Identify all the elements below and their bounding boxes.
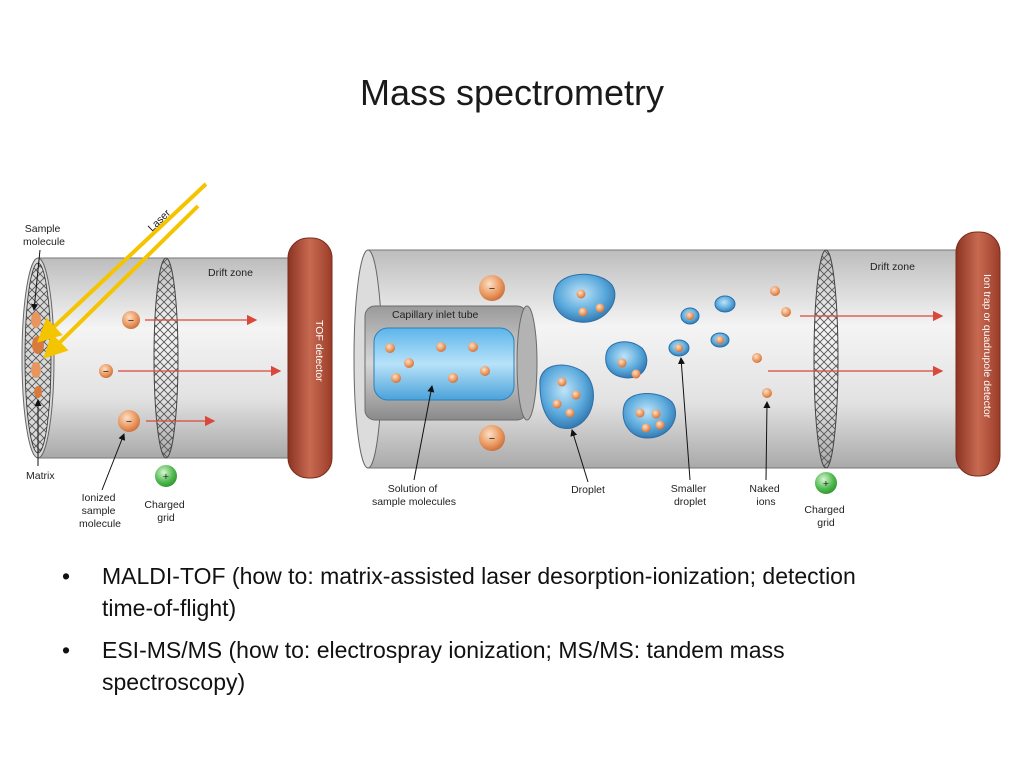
bullet-esi-msms: • ESI-MS/MS (how to: electrospray ioniza… <box>62 634 982 698</box>
droplet-label: Droplet <box>571 484 605 496</box>
solution-ions <box>385 342 490 383</box>
esi-charged-grid-label: Charged grid <box>804 504 847 529</box>
tof-detector <box>287 237 333 479</box>
droplet-large-1 <box>553 273 616 323</box>
slide-title: Mass spectrometry <box>359 72 665 113</box>
maldi-ion-3: − <box>118 410 140 432</box>
bullet-marker: • <box>62 637 71 663</box>
matrix-label: Matrix <box>26 470 55 482</box>
maldi-charged-grid-label: Charged grid <box>144 499 187 524</box>
capillary-inlet-label: Capillary inlet tube <box>392 309 479 321</box>
smaller-droplet-label: Smaller droplet <box>671 483 710 508</box>
bullet-marker: • <box>62 563 71 589</box>
capillary-inlet-tube <box>364 305 538 421</box>
svg-text:−: − <box>126 416 132 428</box>
naked-ions <box>752 286 791 398</box>
bullet-list: • MALDI-TOF (how to: matrix-assisted las… <box>62 560 982 708</box>
maldi-ion-2: − <box>99 364 113 378</box>
svg-text:+: + <box>163 471 169 483</box>
sample-molecule-pointer <box>31 249 41 311</box>
solution-label: Solution of sample molecules <box>372 483 456 508</box>
naked-ions-label: Naked ions <box>749 483 782 508</box>
sample-molecule-label: Sample molecule <box>23 223 65 248</box>
ionized-sample-molecule-label: Ionized sample molecule <box>79 492 121 530</box>
esi-electrode-top: − <box>479 275 505 301</box>
bullet-text-line: spectroscopy) <box>102 669 246 695</box>
esi-charged-grid-symbol: + <box>813 470 839 496</box>
maldi-ion-1: − <box>122 311 140 329</box>
smaller-droplet-pointer <box>677 357 691 481</box>
esi-drift-zone-label: Drift zone <box>870 261 915 273</box>
solution-pointer <box>413 385 435 481</box>
maldi-charged-grid-symbol: + <box>153 463 179 489</box>
ion-trap-detector <box>955 231 1001 477</box>
esi-msms-instrument: Capillary inlet tube − − <box>353 231 1001 529</box>
bullet-text-line: ESI-MS/MS (how to: electrospray ionizati… <box>102 637 785 663</box>
droplet-pointer <box>570 429 589 483</box>
naked-ions-pointer <box>763 401 771 481</box>
maldi-drift-zone-label: Drift zone <box>208 267 253 279</box>
maldi-charged-grid-mesh <box>153 257 179 459</box>
svg-text:+: + <box>823 478 829 490</box>
smaller-droplets <box>668 295 736 357</box>
tof-detector-label: TOF detector <box>313 320 325 382</box>
maldi-tof-instrument: TOF detector Laser Drift zone − − − + <box>21 182 333 530</box>
laser-beam <box>37 182 208 359</box>
droplet-medium-1 <box>605 341 648 379</box>
esi-electrode-bottom: − <box>479 425 505 451</box>
ion-trap-detector-label: Ion trap or quadrupole detector <box>981 274 993 419</box>
svg-text:−: − <box>489 283 495 295</box>
bullet-text-line: time-of-flight) <box>102 595 237 621</box>
esi-charged-grid-mesh <box>813 249 839 469</box>
droplet-medium-2 <box>622 392 677 439</box>
svg-text:−: − <box>489 433 495 445</box>
mass-spectrometry-diagram: TOF detector Laser Drift zone − − − + <box>21 182 1001 530</box>
svg-text:−: − <box>128 315 134 327</box>
bullet-text-line: MALDI-TOF (how to: matrix-assisted laser… <box>102 563 856 589</box>
bullet-maldi-tof: • MALDI-TOF (how to: matrix-assisted las… <box>62 560 982 624</box>
droplet-large-2 <box>539 364 594 429</box>
svg-text:−: − <box>103 366 109 378</box>
ionized-pointer <box>101 433 126 491</box>
